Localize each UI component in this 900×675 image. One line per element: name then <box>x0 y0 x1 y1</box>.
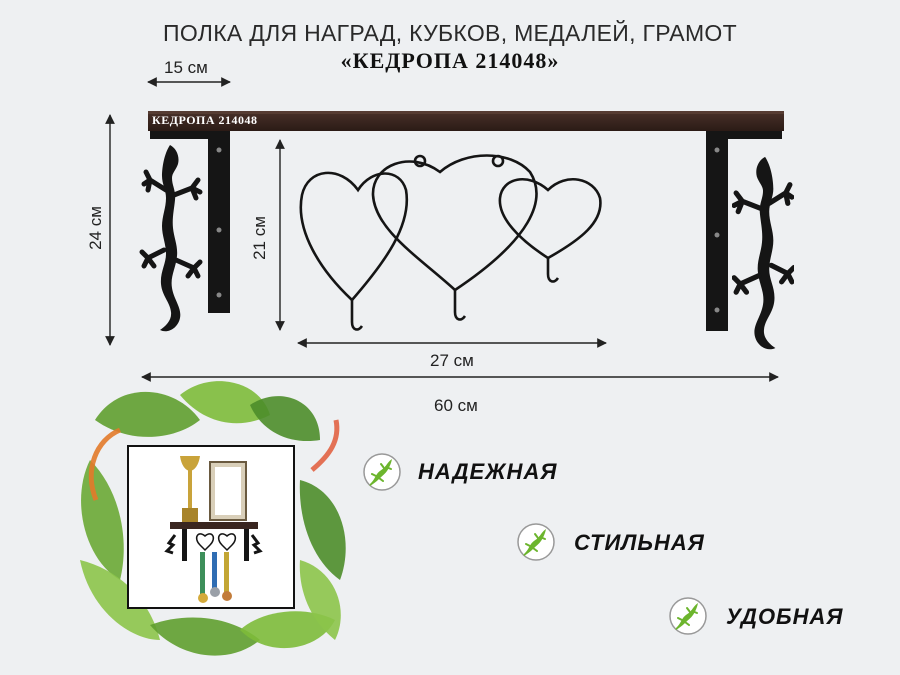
dimension-height-hooks: 21 см <box>250 216 269 260</box>
left-bracket <box>208 131 230 313</box>
leaf-decoration <box>80 381 346 656</box>
gecko-badge-icon <box>517 523 555 561</box>
feature-convenient: УДОБНАЯ <box>726 604 844 629</box>
shelf-board <box>148 111 784 131</box>
left-gecko-silhouette <box>142 145 200 331</box>
heart-hook-rack <box>299 154 602 331</box>
feature-reliable: НАДЕЖНАЯ <box>418 459 558 484</box>
gecko-badge-icon <box>363 453 401 491</box>
title-line-1: ПОЛКА ДЛЯ НАГРАД, КУБКОВ, МЕДАЛЕЙ, ГРАМО… <box>163 20 737 46</box>
right-gecko-silhouette <box>734 157 794 349</box>
shelf-brand-label: КЕДРОПА 214048 <box>152 113 258 127</box>
photo-contents <box>164 456 263 603</box>
title-line-2: «КЕДРОПА 214048» <box>340 48 560 73</box>
dimension-height-total: 24 см <box>86 206 105 250</box>
dimension-depth: 15 см <box>164 58 208 77</box>
dimension-width-hooks: 27 см <box>430 351 474 370</box>
dimension-width-total: 60 см <box>434 396 478 415</box>
gecko-badge-icon <box>669 597 707 635</box>
feature-stylish: СТИЛЬНАЯ <box>574 530 705 555</box>
right-bracket <box>706 131 728 331</box>
